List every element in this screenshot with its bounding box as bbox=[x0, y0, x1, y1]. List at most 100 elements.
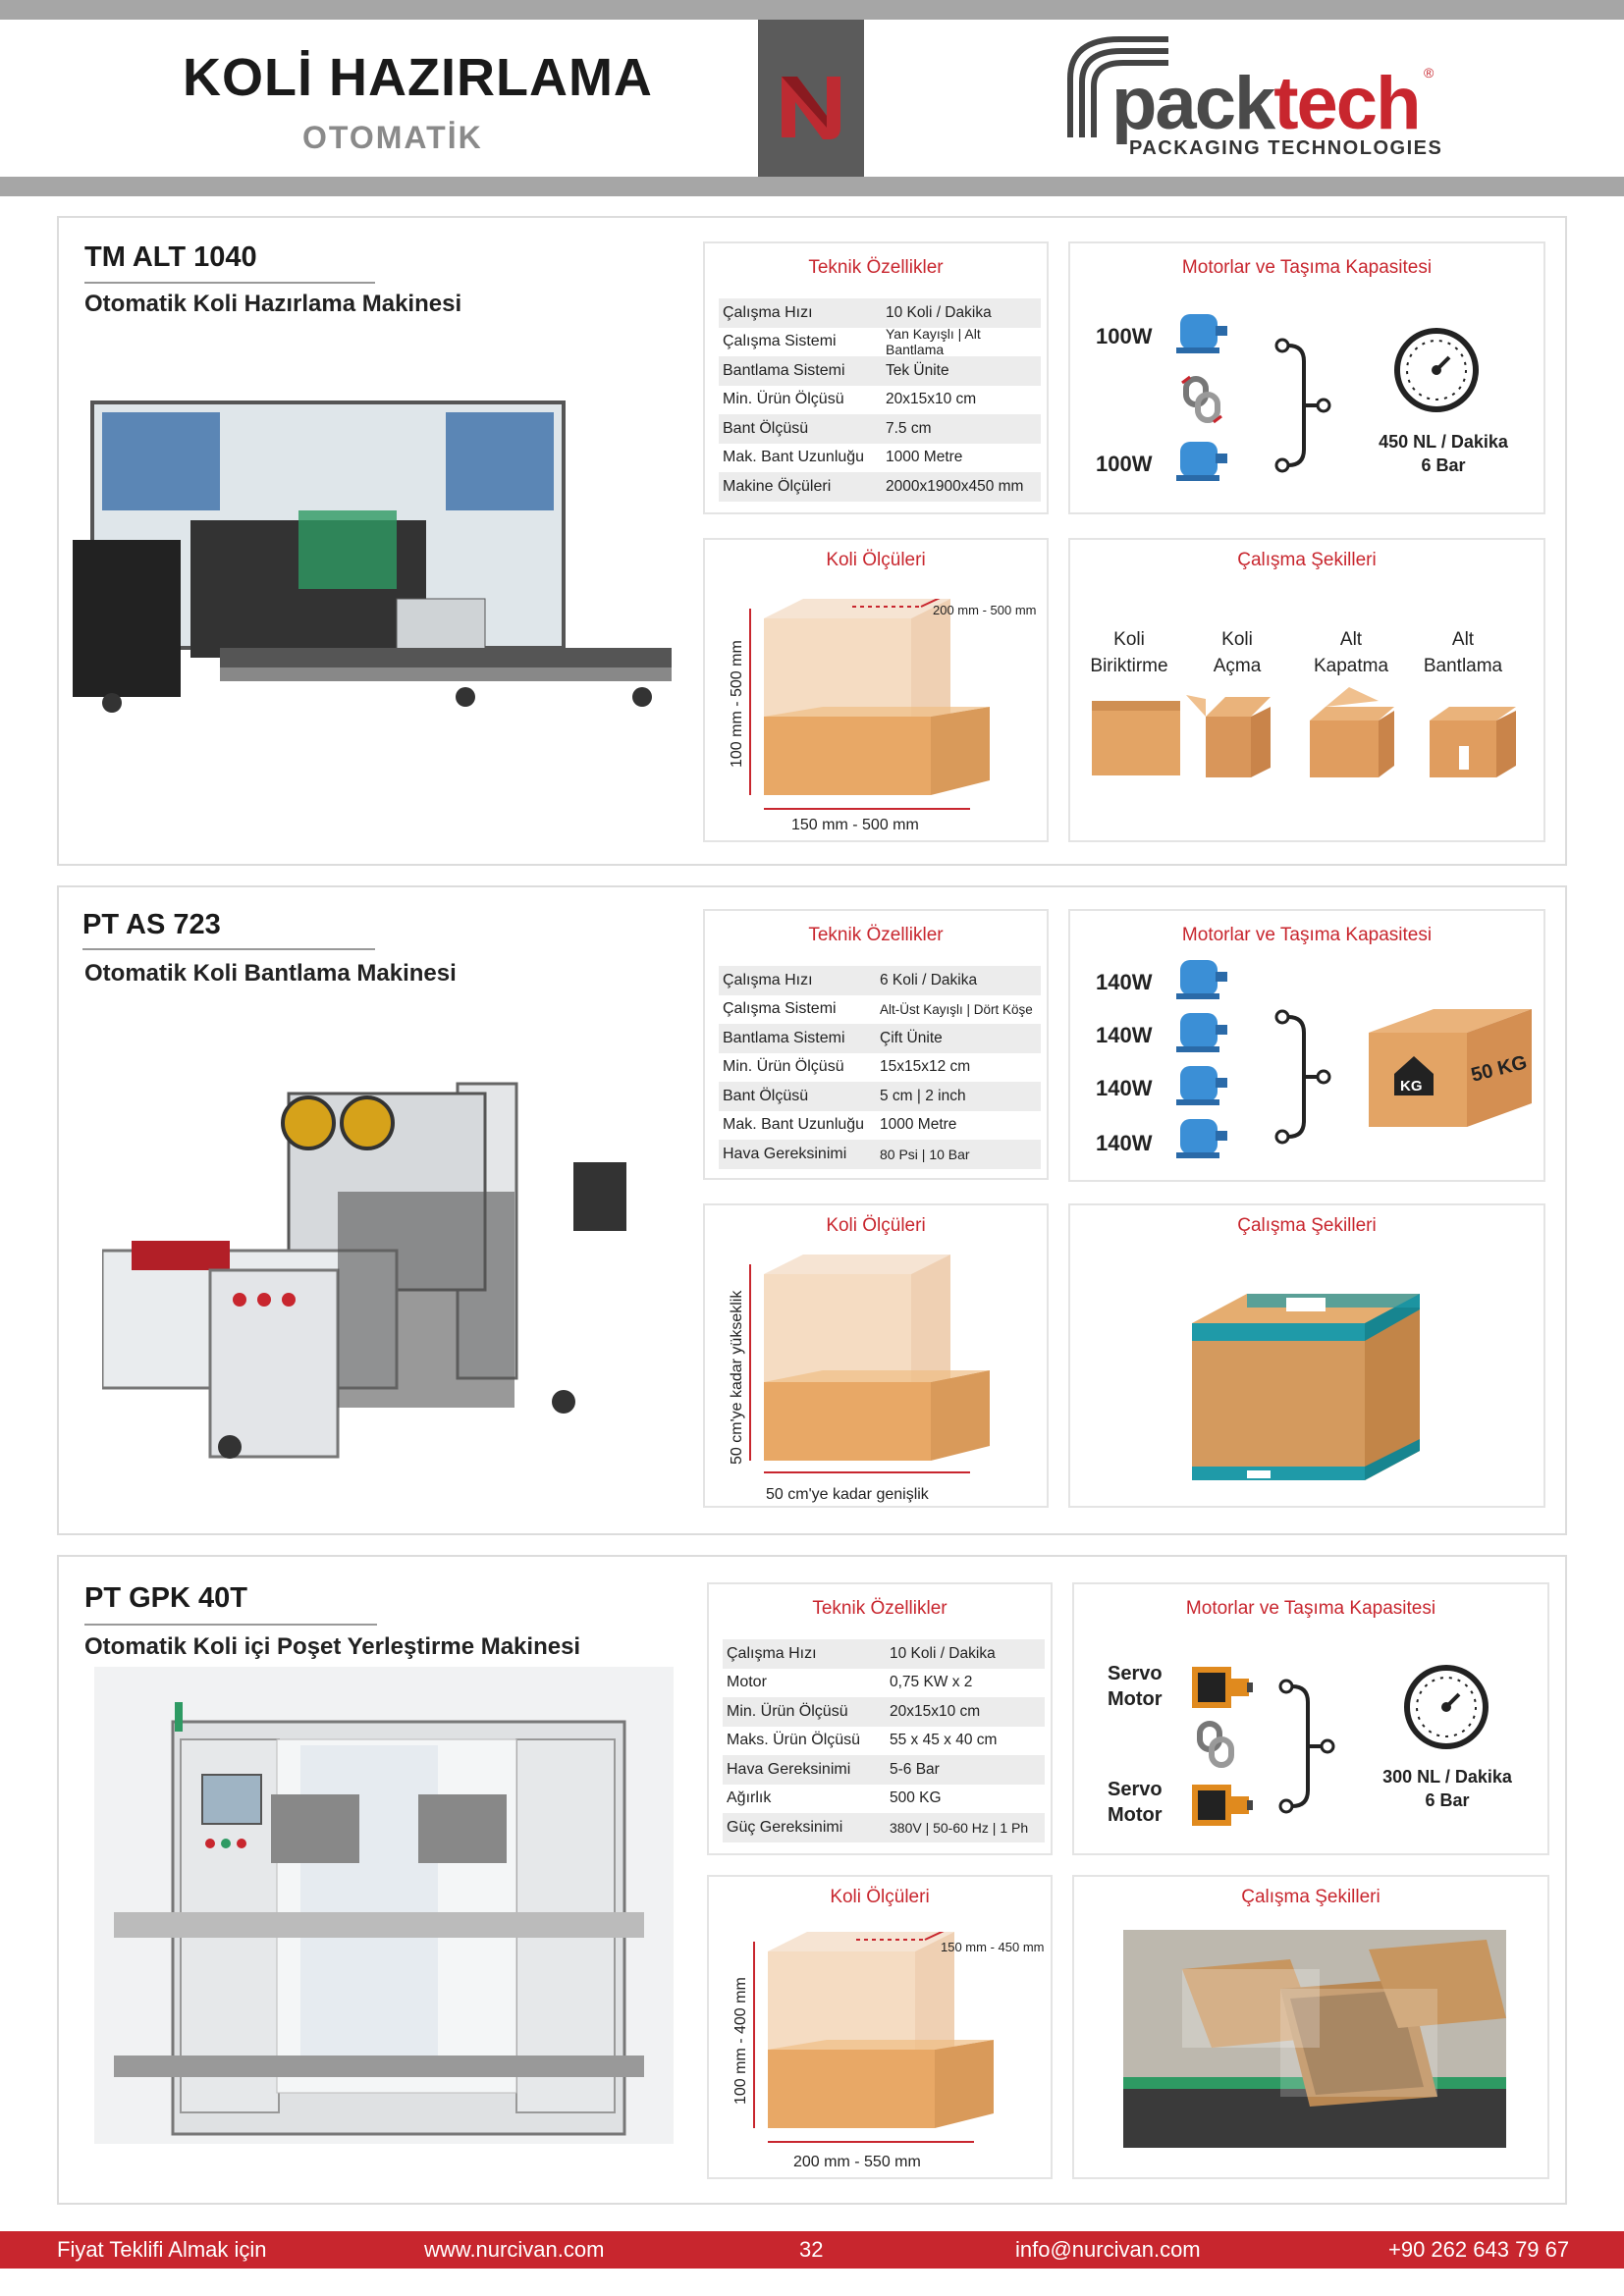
weight-icon-label: KG bbox=[1400, 1078, 1423, 1095]
servo-motor-icon bbox=[1192, 1667, 1253, 1708]
brand-registered-mark: ® bbox=[1424, 65, 1435, 80]
machine-photo bbox=[94, 1667, 674, 2144]
gauge-icon bbox=[1404, 1665, 1489, 1749]
panel-title: Motorlar ve Taşıma Kapasitesi bbox=[1185, 1598, 1436, 1619]
motor-icon bbox=[1176, 960, 1227, 999]
footer-email-link[interactable]: info@nurcivan.com bbox=[1015, 2237, 1201, 2262]
motor-power: 140W bbox=[1096, 970, 1153, 994]
machine-name: TM ALT 1040 bbox=[84, 241, 257, 273]
panel-title: Koli Ölçüleri bbox=[830, 1887, 930, 1907]
dim-top-label: 150 mm - 450 mm bbox=[941, 1940, 1045, 1954]
divider bbox=[84, 282, 375, 284]
operation-photo bbox=[1123, 1930, 1506, 2148]
panel-title: Motorlar ve Taşıma Kapasitesi bbox=[1181, 925, 1433, 945]
weight-box-icon bbox=[1369, 1009, 1532, 1127]
top-bar bbox=[0, 0, 1624, 20]
machine-description: Otomatik Koli içi Poşet Yerleştirme Maki… bbox=[84, 1633, 581, 1660]
servo-motor-icon bbox=[1192, 1785, 1253, 1826]
box-mode-icons bbox=[1092, 687, 1516, 777]
panel-title: Teknik Özellikler bbox=[808, 925, 944, 945]
machine-photo bbox=[102, 1054, 632, 1465]
machine-photo bbox=[73, 393, 676, 722]
footer-website-link[interactable]: www.nurcivan.com bbox=[424, 2237, 605, 2262]
dim-bottom-label: 150 mm - 500 mm bbox=[791, 817, 919, 833]
modes-panel: Çalışma Şekilleri bbox=[1068, 1203, 1545, 1508]
page-title: KOLİ HAZIRLAMA bbox=[183, 48, 653, 107]
page-subtitle: OTOMATİK bbox=[302, 120, 483, 155]
machine-description: Otomatik Koli Bantlama Makinesi bbox=[84, 960, 457, 987]
panel-title: Motorlar ve Taşıma Kapasitesi bbox=[1181, 257, 1433, 278]
dims-panel: Koli Ölçüleri 200 mm - 500 mm 100 mm - 5… bbox=[703, 538, 1049, 842]
box-dimension-diagram bbox=[749, 599, 990, 810]
box-dimension-diagram bbox=[749, 1255, 990, 1473]
motor-power: 100W bbox=[1096, 452, 1153, 476]
divider bbox=[84, 1624, 377, 1626]
panel-title: Teknik Özellikler bbox=[808, 257, 944, 278]
divider bbox=[82, 948, 375, 950]
motor-icon bbox=[1176, 442, 1227, 481]
dim-side-label: 100 mm - 500 mm bbox=[729, 640, 745, 768]
motors-panel: Motorlar ve Taşıma Kapasitesi 100W 100W … bbox=[1068, 241, 1545, 514]
panel-title: Teknik Özellikler bbox=[812, 1598, 947, 1619]
dim-top-label: 200 mm - 500 mm bbox=[933, 603, 1037, 617]
footer-page-number: 32 bbox=[799, 2237, 824, 2262]
machine-name: PT AS 723 bbox=[82, 909, 221, 940]
footer-phone[interactable]: +90 262 643 79 67 bbox=[1388, 2237, 1570, 2262]
motor-icon bbox=[1176, 314, 1227, 353]
panel-title: Çalışma Şekilleri bbox=[1241, 1887, 1380, 1907]
machine-description: Otomatik Koli Hazırlama Makinesi bbox=[84, 291, 462, 317]
brand-word-tech: tech bbox=[1273, 62, 1421, 145]
box-dimension-diagram bbox=[753, 1932, 994, 2143]
panel-title: Koli Ölçüleri bbox=[826, 1215, 926, 1236]
dim-bottom-label: 50 cm'ye kadar genişlik bbox=[766, 1486, 929, 1503]
motor-power: 100W bbox=[1096, 324, 1153, 348]
dim-side-label: 100 mm - 400 mm bbox=[732, 1977, 749, 2105]
nurcivan-logo bbox=[758, 20, 864, 177]
footer-bar: Fiyat Teklifi Almak için www.nurcivan.co… bbox=[0, 2231, 1624, 2269]
gauge-icon bbox=[1394, 328, 1479, 412]
panel-title: Çalışma Şekilleri bbox=[1237, 1215, 1377, 1236]
chain-link-icon bbox=[1181, 375, 1222, 424]
panel-title: Koli Ölçüleri bbox=[826, 550, 926, 570]
motor-power: 140W bbox=[1096, 1131, 1153, 1155]
footer-quote: Fiyat Teklifi Almak için bbox=[57, 2237, 267, 2262]
machine-name: PT GPK 40T bbox=[84, 1582, 247, 1614]
panel-title: Çalışma Şekilleri bbox=[1237, 550, 1377, 570]
dims-panel: Koli Ölçüleri 150 mm - 450 mm 100 mm - 4… bbox=[707, 1875, 1053, 2179]
bracket-icon bbox=[1274, 1009, 1331, 1145]
brand-word-pack: pack bbox=[1111, 62, 1275, 145]
header-bar bbox=[0, 177, 1624, 196]
